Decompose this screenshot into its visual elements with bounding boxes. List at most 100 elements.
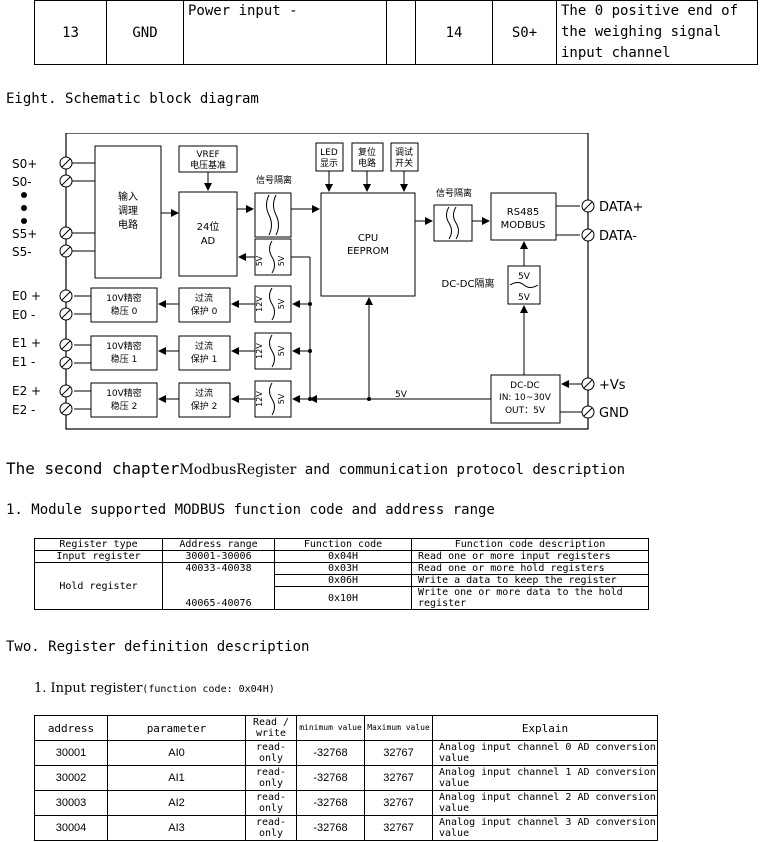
- svg-text:稳压 2: 稳压 2: [111, 400, 138, 412]
- svg-text:OUT：5V: OUT：5V: [505, 406, 546, 416]
- svg-text:开关: 开关: [395, 157, 413, 169]
- svg-text:5V: 5V: [277, 393, 286, 404]
- subsection-input-register: 1. Input register(function code: 0x04H): [34, 681, 275, 696]
- overcurrent-protection-block: [178, 335, 231, 371]
- pin-number: 14: [415, 0, 493, 65]
- led-display-block: [315, 142, 344, 172]
- svg-text:12V: 12V: [255, 391, 264, 407]
- pin-name: S0+: [492, 0, 557, 65]
- terminal-label: DATA-: [599, 229, 637, 244]
- terminal-label: E1 -: [12, 355, 35, 369]
- ellipsis-dots: [21, 192, 27, 224]
- terminal-label: S5+: [12, 227, 37, 241]
- cpu-eeprom-block: [320, 192, 416, 297]
- precision-regulator-block: [90, 382, 158, 418]
- svg-text:10V精密: 10V精密: [106, 292, 142, 304]
- svg-text:DC-DC: DC-DC: [510, 381, 540, 391]
- schematic-block-diagram: S0+ S0- S5+ S5- E0 + E0 - E1 + E1 - E2 +…: [12, 133, 643, 430]
- svg-text:过流: 过流: [195, 340, 213, 352]
- svg-text:信号隔离: 信号隔离: [256, 174, 292, 186]
- svg-text:10V精密: 10V精密: [106, 387, 142, 399]
- pin-table: 13 GND Power input - 14 S0+ The 0 positi…: [34, 0, 758, 65]
- section-heading-eight: Eight. Schematic block diagram: [6, 91, 259, 107]
- terminal-label: E2 -: [12, 403, 35, 417]
- table-row: 40065-40076 0x10H Write one or more data…: [35, 586, 649, 610]
- section-heading-two: Two. Register definition description: [6, 639, 310, 655]
- svg-text:过流: 过流: [195, 387, 213, 399]
- precision-regulator-block: [90, 335, 158, 371]
- svg-text:5V: 5V: [255, 255, 264, 266]
- svg-text:EEPROM: EEPROM: [347, 246, 389, 257]
- terminal-label: E0 -: [12, 308, 35, 322]
- svg-text:LED: LED: [320, 148, 338, 158]
- svg-text:12V: 12V: [255, 343, 264, 359]
- svg-text:5V: 5V: [395, 390, 408, 400]
- terminal-label: GND: [599, 406, 629, 421]
- terminal-label: DATA+: [599, 200, 643, 215]
- svg-text:稳压 0: 稳压 0: [111, 305, 138, 317]
- svg-text:复位: 复位: [358, 146, 376, 158]
- pin-description: The 0 positive end of the weighing signa…: [556, 0, 758, 65]
- ad-block: [178, 191, 238, 277]
- signal-isolation-block-2: [433, 204, 473, 242]
- svg-text:5V: 5V: [518, 293, 531, 303]
- pin-spacer: [386, 0, 416, 65]
- svg-text:AD: AD: [201, 236, 216, 247]
- svg-text:信号隔离: 信号隔离: [436, 187, 472, 199]
- svg-text:电路: 电路: [118, 218, 138, 231]
- svg-text:过流: 过流: [195, 292, 213, 304]
- svg-text:24位: 24位: [197, 220, 220, 233]
- svg-text:VREF: VREF: [196, 150, 219, 160]
- pin-description: Power input -: [183, 0, 387, 65]
- section-heading-one: 1. Module supported MODBUS function code…: [6, 502, 495, 518]
- terminal-label: S0+: [12, 157, 37, 171]
- terminal-label: E1 +: [12, 336, 41, 350]
- table-row: 30004 AI3 read-only -32768 32767 Analog …: [34, 815, 658, 841]
- svg-text:保护 1: 保护 1: [191, 353, 218, 365]
- table-row: 30003 AI2 read-only -32768 32767 Analog …: [34, 790, 658, 816]
- table-header-row: address parameter Read / write minimum v…: [34, 715, 658, 741]
- svg-text:电压基准: 电压基准: [190, 159, 226, 171]
- svg-text:CPU: CPU: [358, 233, 378, 244]
- pin-table-row: 13 GND Power input - 14 S0+ The 0 positi…: [34, 0, 758, 65]
- precision-regulator-block: [90, 287, 158, 323]
- svg-text:5V: 5V: [277, 298, 286, 309]
- svg-text:电路: 电路: [358, 157, 376, 169]
- svg-text:DC-DC隔离: DC-DC隔离: [442, 277, 495, 290]
- table-row: Hold register 40033-40038 0x03H Read one…: [34, 562, 649, 610]
- overcurrent-protection-block: [178, 382, 231, 418]
- power-isolation-block: [254, 332, 292, 370]
- svg-text:IN: 10~30V: IN: 10~30V: [499, 393, 552, 403]
- input-conditioning-block: [94, 145, 162, 279]
- svg-text:5V: 5V: [518, 272, 531, 282]
- svg-text:保护 0: 保护 0: [191, 305, 218, 317]
- terminal-label: +Vs: [599, 378, 626, 393]
- terminal-label: S0-: [12, 175, 32, 189]
- svg-text:调试: 调试: [395, 146, 413, 158]
- module-frame: [65, 133, 589, 430]
- power-isolation-block: [254, 380, 292, 418]
- svg-text:MODBUS: MODBUS: [501, 220, 546, 231]
- svg-text:显示: 显示: [320, 158, 338, 169]
- table-row: Input register 30001-30006 0x04H Read on…: [34, 550, 649, 563]
- pin-number: 13: [34, 0, 107, 65]
- svg-text:保护 2: 保护 2: [191, 400, 218, 412]
- table-row: 30001 AI0 read-only -32768 32767 Analog …: [34, 740, 658, 766]
- terminal-label: E2 +: [12, 384, 41, 398]
- svg-text:输入: 输入: [118, 190, 138, 203]
- terminal-label: S5-: [12, 245, 32, 259]
- overcurrent-protection-block: [178, 287, 231, 323]
- svg-text:12V: 12V: [255, 296, 264, 312]
- svg-text:调理: 调理: [118, 205, 138, 217]
- svg-text:5V: 5V: [277, 255, 286, 266]
- function-code-table: Register type Address range Function cod…: [34, 538, 649, 610]
- svg-text:RS485: RS485: [507, 207, 539, 218]
- table-header-row: Register type Address range Function cod…: [34, 538, 649, 551]
- svg-text:10V精密: 10V精密: [106, 340, 142, 352]
- table-row: 30002 AI1 read-only -32768 32767 Analog …: [34, 765, 658, 791]
- input-register-table: address parameter Read / write minimum v…: [34, 715, 658, 841]
- pin-name: GND: [106, 0, 184, 65]
- rs485-modbus-block: [490, 192, 557, 241]
- chapter-title: The second chapterModbusRegister and com…: [6, 459, 626, 478]
- reset-circuit-block: [351, 142, 384, 172]
